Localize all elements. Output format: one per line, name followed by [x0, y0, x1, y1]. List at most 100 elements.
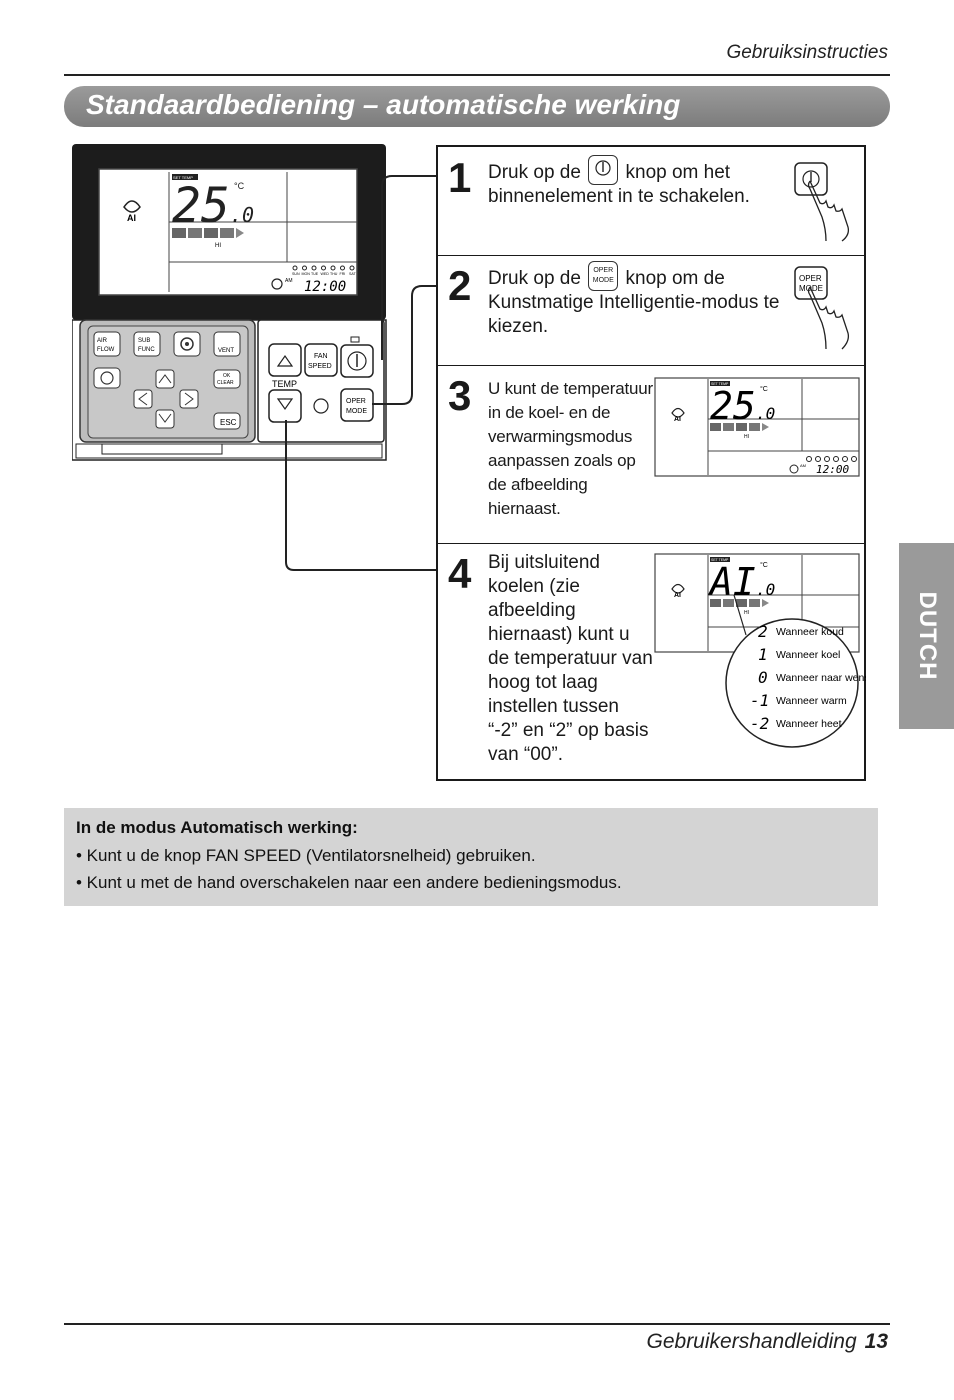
- steps-panel: 1 Druk op de knop om het binnenelement i…: [436, 145, 866, 781]
- lcd-day-label: THU: [330, 272, 338, 276]
- pointing-hand-icon: [794, 162, 850, 242]
- step-4-text: Bij uitsluitend koelen (zie afbeelding h…: [488, 552, 653, 765]
- step-4-number: 4: [448, 550, 472, 597]
- page-number: 13: [864, 1330, 888, 1353]
- svg-text:FLOW: FLOW: [97, 347, 115, 353]
- lcd-fan-bars: [172, 228, 244, 238]
- power-button: [340, 344, 374, 378]
- lcd-ai-label: AI: [127, 213, 136, 223]
- svg-text:OPER: OPER: [346, 398, 366, 405]
- svg-text:VENT: VENT: [218, 348, 234, 354]
- svg-text:FUNC: FUNC: [138, 347, 155, 353]
- footer: Gebruikershandleiding 13: [647, 1330, 889, 1354]
- lcd-fan-label: HI: [744, 434, 749, 440]
- level-label: Wanneer koud: [776, 626, 844, 638]
- note-box: In de modus Automatisch werking: • Kunt …: [64, 808, 878, 906]
- esc-button: ESC: [213, 412, 241, 430]
- temp-label: TEMP: [272, 379, 297, 389]
- right-button: [179, 389, 199, 409]
- lcd-ai-value: AI: [708, 560, 756, 604]
- lcd-time: 12:00: [816, 463, 849, 476]
- step-1: 1 Druk op de knop om het binnenelement i…: [438, 147, 864, 256]
- language-tab-label: DUTCH: [913, 591, 941, 681]
- lcd-unit: °C: [234, 181, 245, 191]
- step-1-text: Druk op de knop om het binnenelement in …: [488, 155, 788, 209]
- svg-text:OPER: OPER: [799, 274, 822, 283]
- vent-button: VENT: [213, 331, 241, 357]
- section-label: Gebruiksinstructies: [726, 42, 888, 63]
- lcd-day-label: SAT: [349, 272, 357, 276]
- level-label: Wanneer warm: [776, 695, 847, 707]
- lcd-day-dot: [292, 265, 298, 271]
- lcd-set-temp-tag: SET TEMP: [711, 382, 729, 386]
- lcd-temperature: 25: [710, 384, 756, 428]
- svg-text:AIR: AIR: [97, 338, 108, 344]
- note-item: • Kunt u de knop FAN SPEED (Ventilatorsn…: [76, 846, 536, 865]
- top-divider: [64, 74, 890, 76]
- step-1-text-after: knop om het binnenelement in te schakele…: [488, 162, 750, 208]
- level-label: Wanneer naar wens: [776, 672, 866, 684]
- note-item: • Kunt u met de hand overschakelen naar …: [76, 873, 622, 892]
- settings-button: [173, 331, 201, 357]
- lcd-unit: °C: [760, 385, 768, 393]
- svg-text:CLEAR: CLEAR: [217, 380, 234, 386]
- lcd-decimal: .0: [230, 203, 254, 227]
- note-title: In de modus Automatisch werking:: [76, 818, 358, 837]
- page-title: Standaardbediening – automatische werkin…: [86, 89, 681, 120]
- step-2-text-after: knop om de Kunstmatige Intelligentie-mod…: [488, 268, 780, 338]
- lcd-day-dot: [321, 265, 326, 271]
- level-label: Wanneer heet: [776, 718, 842, 730]
- level-list: 2 Wanneer koud 1 Wanneer koel 0 Wanneer naar …: [750, 622, 866, 733]
- oper-mode-button: OPER MODE: [340, 388, 374, 422]
- lcd-time: 12:00: [304, 279, 346, 295]
- level-value: 1: [758, 645, 768, 664]
- down-button: [155, 409, 175, 429]
- lcd-decimal: .0: [756, 580, 775, 599]
- left-button: [133, 389, 153, 409]
- lcd-decimal: .0: [756, 404, 775, 423]
- lcd-day-dot: [330, 265, 336, 271]
- up-button: [155, 369, 175, 389]
- step-1-number: 1: [448, 154, 472, 201]
- temp-up-button: [268, 343, 302, 377]
- lcd-set-temp-tag: SET TEMP: [711, 558, 729, 562]
- title-bar: Standaardbediening – automatische werkin…: [64, 86, 890, 127]
- lcd-am-label: AM: [800, 463, 806, 468]
- level-label: Wanneer koel: [776, 649, 840, 661]
- lcd-clock-icon: [271, 278, 283, 290]
- level-value: -1: [750, 691, 769, 710]
- sensor-indicator: [313, 398, 329, 414]
- lcd-set-temp-tag: SET TEMP: [173, 175, 193, 180]
- lcd-preview-step-3: AI SET TEMP 25 .0 °C HI AM 12:00: [654, 377, 860, 477]
- lcd-day-label: WED: [321, 272, 330, 276]
- svg-text:MODE: MODE: [346, 408, 367, 415]
- lcd-am-label: AM: [285, 278, 293, 284]
- svg-text:ESC: ESC: [220, 418, 237, 427]
- step-1-text-before: Druk op de: [488, 162, 581, 184]
- lcd-day-dot: [311, 265, 317, 271]
- footer-doc-title: Gebruikershandleiding: [646, 1330, 857, 1353]
- step-3-text: U kunt de temperatuur in de koel- en de …: [488, 379, 653, 518]
- svg-text:FAN: FAN: [314, 353, 328, 360]
- step-2-text: Druk op de OPER MODE knop om de Kunstmat…: [488, 261, 788, 339]
- level-value: 2: [758, 622, 768, 641]
- lcd-unit: °C: [760, 561, 768, 569]
- lcd-ai-label: AI: [674, 416, 681, 423]
- lcd-day-row-mini: [806, 456, 857, 462]
- step-2-number: 2: [448, 262, 472, 309]
- temp-down-button: [268, 389, 302, 423]
- ai-mode-icon: AI: [123, 200, 141, 223]
- lcd-day-label: FRI: [340, 272, 346, 276]
- timer-button: [93, 367, 121, 389]
- level-value: 0: [758, 668, 768, 687]
- step-3-number: 3: [448, 372, 472, 419]
- bottom-divider: [64, 1323, 890, 1325]
- lcd-fan-label: HI: [215, 243, 221, 249]
- svg-text:OK: OK: [223, 373, 231, 379]
- power-button-icon: [588, 155, 619, 185]
